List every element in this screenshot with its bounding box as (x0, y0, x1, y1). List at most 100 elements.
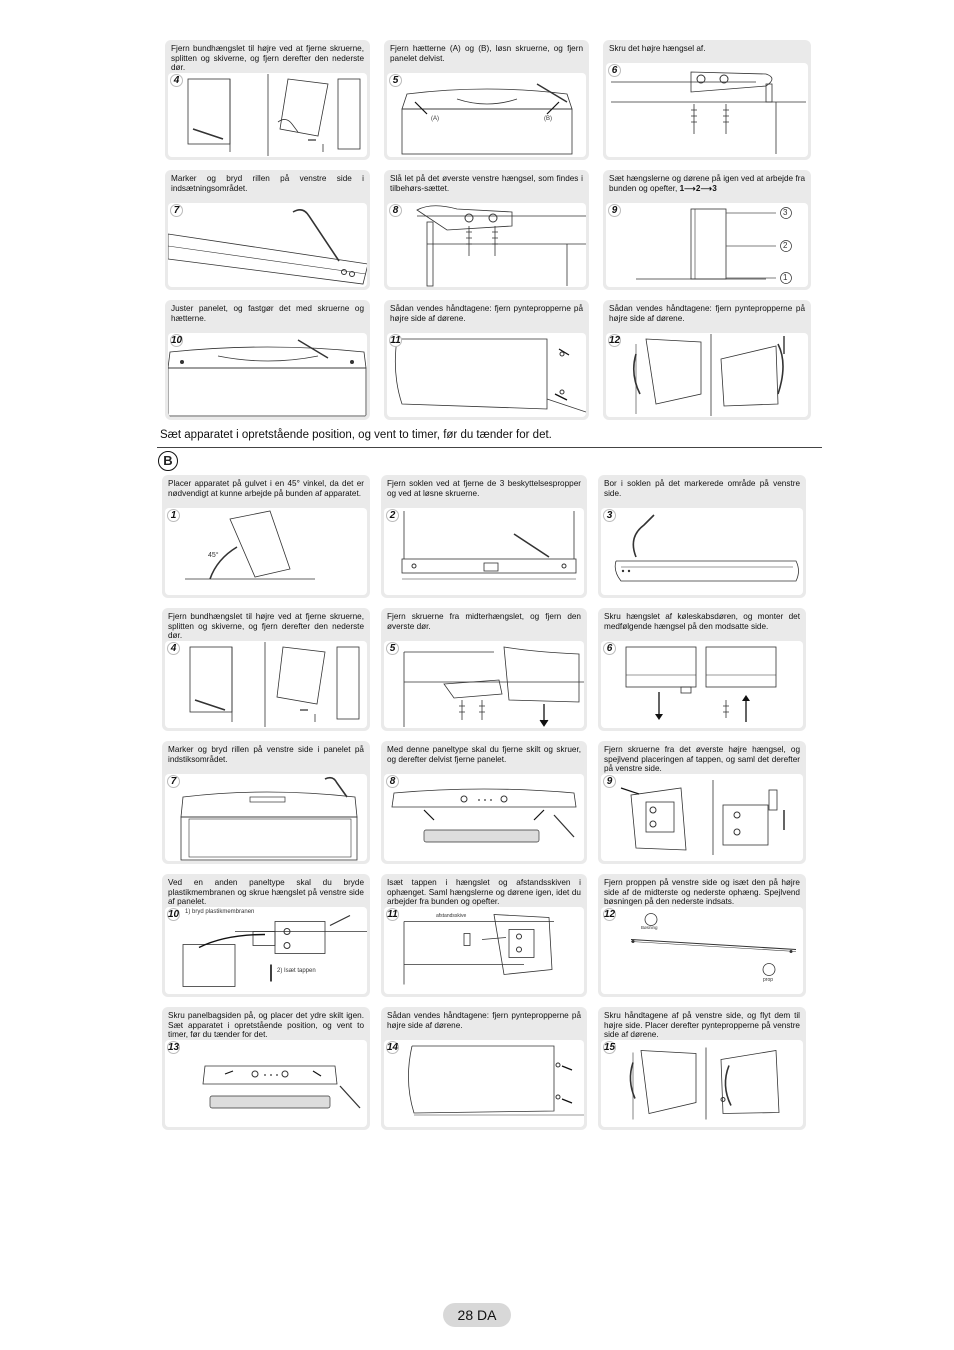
step-number: 6 (603, 642, 616, 655)
step-b7: Marker og bryd rillen på venstre side i … (162, 741, 370, 864)
step-text: Ved en anden paneltype skal du bryde pla… (168, 878, 364, 907)
step-a9: Sæt hængslerne og dørene på igen ved at … (603, 170, 811, 290)
order-label-3: 3 (783, 208, 788, 217)
handle-swap-illustration (632, 334, 785, 416)
step-number: 5 (389, 74, 402, 87)
groove-break-illustration (168, 208, 367, 285)
step-figure: 5 (384, 641, 584, 728)
upper-left-hinge-illustration (416, 205, 586, 287)
angle-label: 45° (208, 552, 219, 559)
section-b-steps: Placer apparatet på gulvet i en 45° vink… (162, 475, 808, 1130)
step-text: Sæt hængslerne og dørene på igen ved at … (609, 174, 805, 193)
step-text: Fjern bundhængslet til højre ved at fjer… (168, 612, 364, 641)
section-a-steps: Fjern bundhængslet til højre ved at fjer… (165, 40, 811, 420)
step-text: Bor i soklen på det markerede område på … (604, 479, 800, 498)
plinth-removal-illustration (401, 511, 577, 580)
step-number: 11 (389, 334, 402, 347)
step-text: Placer apparatet på gulvet i en 45° vink… (168, 479, 364, 498)
step-text: Fjern skruerne fra midterhængslet, og fj… (387, 612, 581, 631)
step-text: Skru panelbagsiden på, og placer det ydr… (168, 1011, 364, 1040)
step-text: Juster panelet, og fastgør det med skrue… (171, 304, 364, 323)
section-b-marker: B (158, 451, 178, 471)
step-b2: Fjern soklen ved at fjerne de 3 beskytte… (381, 475, 587, 598)
step-b9: Fjern skruerne fra det øverste højre hæn… (598, 741, 806, 864)
cap-label-a: (A) (431, 116, 439, 122)
step-figure: 1 45° (165, 508, 367, 595)
plug-label: prop (763, 977, 774, 983)
step-text: Fjern proppen på venstre side og isæt de… (604, 878, 800, 907)
step-figure: 8 (387, 203, 586, 287)
step-text: Skru håndtagene af på venstre side, og f… (604, 1011, 800, 1040)
step-text: Isæt tappen i hængslet og afstandsskiven… (387, 878, 581, 907)
step-figure: 8 (384, 774, 584, 861)
step-text: Sådan vendes håndtagene: fjern pynteprop… (609, 304, 805, 323)
spacer-label: afstandsskive (436, 913, 467, 919)
step-text: Sådan vendes håndtagene: fjern pynteprop… (387, 1011, 581, 1030)
step-text: Skru det højre hængsel af. (609, 44, 706, 53)
step-a6: Skru det højre hængsel af. 6 (603, 40, 811, 160)
step-b4: Fjern bundhængslet til højre ved at fjer… (162, 608, 370, 731)
step-figure: 10 (168, 333, 367, 417)
step-figure: 4 (165, 641, 367, 728)
step-number: 5 (386, 642, 399, 655)
step-number: 2 (386, 509, 399, 522)
panel-adjust-illustration (168, 339, 367, 417)
step-b6: Skru hængslet af køleskabsdøren, og mont… (598, 608, 806, 731)
step-figure: 15 (601, 1040, 803, 1127)
step-text: Fjern skruerne fra det øverste højre hæn… (604, 745, 800, 774)
step-number: 8 (389, 204, 402, 217)
step-b15: Skru håndtagene af på venstre side, og f… (598, 1007, 806, 1130)
step-number: 15 (603, 1041, 616, 1054)
step-a7: Marker og bryd rillen på venstre side i … (165, 170, 370, 290)
step-number: 8 (386, 775, 399, 788)
step-b11: Isæt tappen i hængslet og afstandsskiven… (381, 874, 587, 997)
hinge-removal-illustration (189, 642, 360, 727)
door-hinge-swap-illustration (625, 646, 777, 722)
step-figure: 12 Bøsning prop (601, 907, 803, 994)
step-b13: Skru panelbagsiden på, og placer det ydr… (162, 1007, 370, 1130)
order-label-2: 2 (783, 241, 788, 250)
step-number: 13 (167, 1041, 180, 1054)
bushing-label: Bøsning (641, 925, 658, 930)
handle-plug-illustration (408, 1045, 584, 1116)
spacer-peg-illustration (403, 914, 554, 985)
step-number: 9 (603, 775, 616, 788)
reassembly-order-illustration (636, 207, 792, 284)
step-text: Fjern hætterne (A) og (B), løsn skruerne… (390, 44, 583, 63)
step-text: Marker og bryd rillen på venstre side i … (168, 745, 364, 764)
step-figure: 3 (601, 508, 803, 595)
step-b12: Fjern proppen på venstre side og isæt de… (598, 874, 806, 997)
step-number: 3 (603, 509, 616, 522)
step-number: 4 (170, 74, 183, 87)
step-figure: 11 (387, 333, 586, 417)
step-a12: Sådan vendes håndtagene: fjern pynteprop… (603, 300, 811, 420)
order-label-1: 1 (783, 273, 788, 282)
step-figure: 9 (601, 774, 803, 861)
step-number: 6 (608, 64, 621, 77)
step-number: 7 (170, 204, 183, 217)
step-figure: 5 (A) (B) (387, 73, 586, 157)
right-hinge-illustration (611, 71, 806, 154)
panel-cap-illustration (401, 83, 573, 155)
step-figure: 9 3 2 1 (606, 203, 808, 287)
section-divider (157, 447, 822, 448)
step-number: 12 (603, 908, 616, 921)
step-text: Skru hængslet af køleskabsdøren, og mont… (604, 612, 800, 631)
step-text: Sådan vendes håndtagene: fjern pynteprop… (390, 304, 583, 323)
step-number: 1 (167, 509, 180, 522)
sequence-1: 1 (679, 183, 685, 193)
panel-groove-illustration (180, 776, 358, 861)
handle-relocate-illustration (629, 1047, 780, 1120)
step-b3: Bor i soklen på det markerede område på … (598, 475, 806, 598)
tilt-45-illustration (185, 510, 315, 580)
step-number: 4 (167, 642, 180, 655)
step-text-main: Sæt hængslerne og dørene på igen ved at … (609, 174, 805, 193)
step-number: 10 (170, 334, 183, 347)
step-number: 10 (167, 908, 180, 921)
page-number: 28 DA (443, 1303, 511, 1327)
step-a10: Juster panelet, og fastgør det med skrue… (165, 300, 370, 420)
step-text: Fjern soklen ved at fjerne de 3 beskytte… (387, 479, 581, 498)
plug-bushing-illustration (630, 913, 797, 976)
step-b10: Ved en anden paneltype skal du bryde pla… (162, 874, 370, 997)
step-figure: 6 (606, 63, 808, 157)
